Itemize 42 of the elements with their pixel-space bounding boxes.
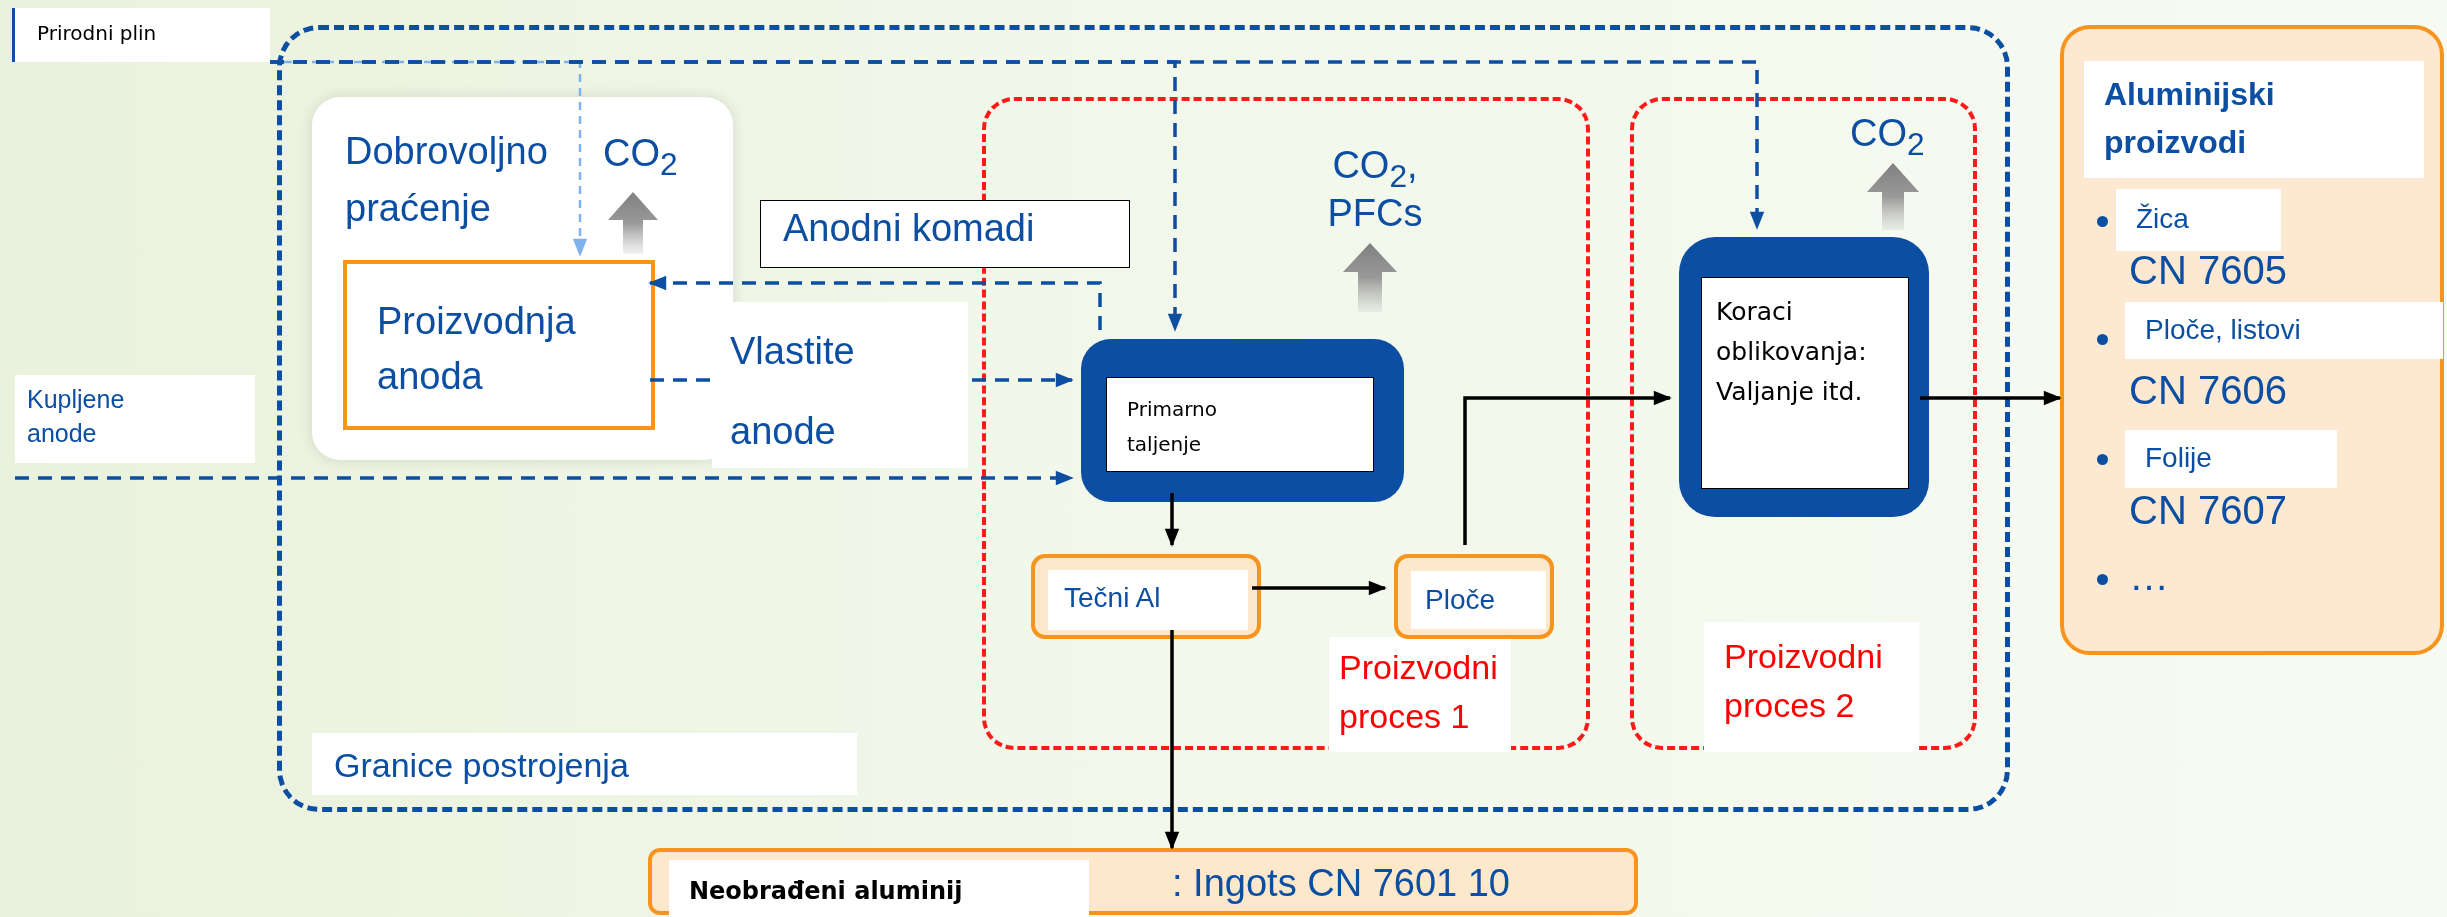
- product-box: [1394, 554, 1554, 639]
- boundary-label: Proizvodni proces 1: [1329, 637, 1511, 752]
- panel-title: Aluminijski proizvodi: [2084, 61, 2424, 178]
- arrow: [1252, 580, 1387, 596]
- process-box: [343, 260, 655, 430]
- box-label: Koraci oblikovanja: Valjanje itd.: [1701, 277, 1909, 489]
- product-box: [1031, 554, 1261, 639]
- boundary-label: Proizvodni proces 2: [1704, 622, 1919, 752]
- process-box: [1081, 339, 1404, 502]
- arrow: [1164, 493, 1180, 547]
- list-item: Ploče, listovi: [2125, 302, 2443, 359]
- arrow: [650, 372, 1074, 388]
- edge-label: Anodni komadi: [760, 200, 1130, 268]
- process-boundary: [1630, 97, 1977, 750]
- edge-label: Vlastite anode: [712, 302, 968, 468]
- panel-title: Dobrovoljno praćenje: [345, 129, 549, 231]
- emission-label: CO$_{2}$, PFCs: [1326, 145, 1424, 236]
- output-box: [648, 848, 1638, 915]
- product-list-panel: [2060, 25, 2444, 655]
- box-label: Proizvodnja anoda: [377, 299, 577, 400]
- arrow: [1463, 390, 1672, 545]
- output-label: Neobrađeni aluminij: [669, 860, 1089, 917]
- code-text: CN 7607: [2129, 487, 2288, 534]
- box-label: Primarno taljenje: [1106, 377, 1374, 472]
- emission-label: CO$_{2}$: [1850, 112, 1926, 163]
- list-item: Žica: [2116, 189, 2281, 251]
- boundary-label: Granice postrojenja: [312, 733, 857, 795]
- input-label: [12, 8, 270, 62]
- arrow: [1164, 630, 1180, 850]
- emission-label: CO$_{2}$: [603, 132, 679, 183]
- arrow: [1920, 390, 2062, 406]
- process-box: [1679, 237, 1929, 517]
- arrow: [270, 60, 1765, 230]
- list-item: …: [2129, 553, 2170, 600]
- code-text: CN 7606: [2129, 367, 2288, 414]
- box-label: Tečni Al: [1048, 570, 1248, 630]
- arrow: [648, 275, 1102, 330]
- box-label: Ploče: [1411, 571, 1546, 629]
- arrow: [15, 470, 1074, 486]
- output-code: : Ingots CN 7601 10: [1172, 861, 1511, 906]
- list-item: Folije: [2125, 430, 2337, 488]
- label-text: Kupljene anode: [15, 375, 255, 463]
